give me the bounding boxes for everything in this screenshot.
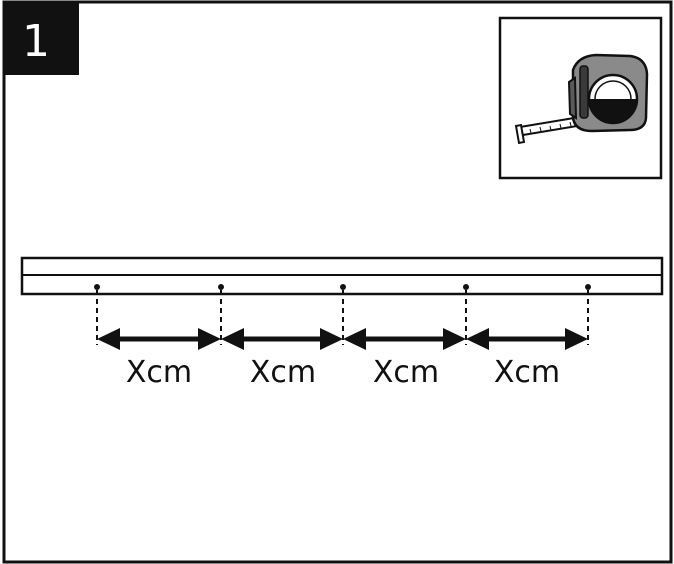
hole-marker xyxy=(94,284,100,290)
spacing-label: Xcm xyxy=(494,355,560,390)
dimension-arrow xyxy=(221,328,343,350)
spacing-label: Xcm xyxy=(250,355,316,390)
spacing-label: Xcm xyxy=(126,355,192,390)
tape-measure-inset xyxy=(498,16,663,180)
step-number: 1 xyxy=(22,16,50,67)
spacing-labels: Xcm Xcm Xcm Xcm xyxy=(126,355,560,390)
dimension-arrows xyxy=(97,328,588,350)
hole-marker xyxy=(585,284,591,290)
hole-marker xyxy=(218,284,224,290)
dimension-arrow xyxy=(97,328,221,350)
dimension-arrow xyxy=(466,328,588,350)
tape-measure-icon xyxy=(514,53,649,145)
hole-markers xyxy=(94,284,591,290)
hole-marker xyxy=(463,284,469,290)
extension-lines xyxy=(96,290,589,345)
spacing-label: Xcm xyxy=(373,355,439,390)
dimension-arrow xyxy=(343,328,466,350)
hole-marker xyxy=(340,284,346,290)
step-badge: 1 xyxy=(4,2,79,75)
